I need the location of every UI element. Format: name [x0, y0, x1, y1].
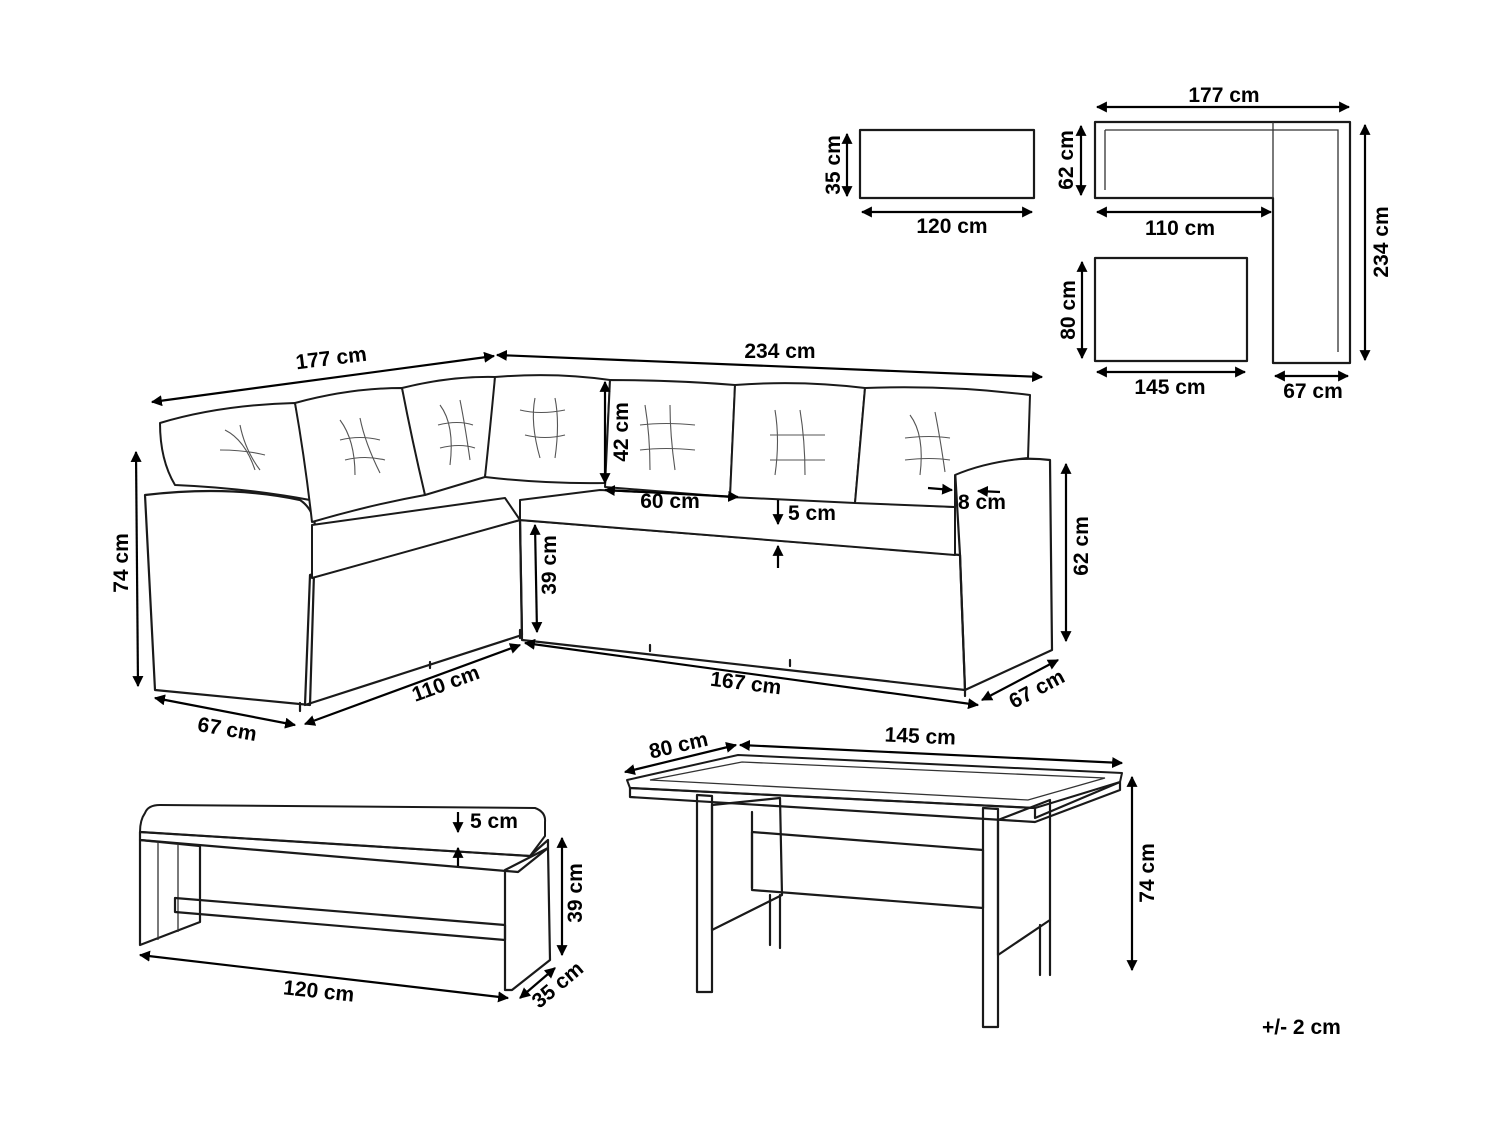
sofa-cushion-thickness-label: 5 cm — [788, 502, 836, 525]
table-height-label: 74 cm — [1136, 843, 1159, 903]
dining-table: 80 cm 145 cm 74 cm — [623, 723, 1159, 1029]
sofa-backrest-height-label: 42 cm — [610, 402, 633, 462]
table-right-leg — [981, 806, 1000, 1029]
sofa-back-left-label: 177 cm — [294, 343, 368, 375]
bench-left-leg — [138, 838, 202, 947]
plan-table-top — [1093, 256, 1249, 363]
sofa-back-cushion-6 — [729, 382, 866, 504]
tolerance-note: +/- 2 cm — [1262, 1016, 1341, 1039]
table-right-side-panel — [996, 798, 1052, 957]
sofa-tufting — [219, 397, 951, 476]
plan-bench-width-label: 120 cm — [916, 215, 987, 238]
sofa-seat-height-label: 39 cm — [538, 535, 561, 595]
table-left-side-panel — [710, 796, 784, 932]
sofa-front-length-label: 167 cm — [709, 668, 783, 700]
sofa-right-seat-cushion — [519, 489, 956, 556]
plan-table-width-label: 145 cm — [1134, 376, 1205, 399]
plan-bench-height-label: 35 cm — [822, 135, 845, 195]
sofa-left-depth-label: 67 cm — [196, 713, 259, 746]
sofa-armrest-width-label: 8 cm — [958, 491, 1006, 514]
bench-length-label: 120 cm — [282, 976, 355, 1006]
table-front-panel — [750, 830, 985, 910]
sofa-arm-height-label: 62 cm — [1070, 516, 1093, 576]
corner-sofa: 177 cm 234 cm 74 cm 42 cm 60 cm 5 cm 8 c… — [110, 340, 1093, 746]
sofa-feet — [298, 628, 967, 713]
sofa-seat-depth-label: 60 cm — [640, 490, 700, 513]
plan-sofa-right-length-label: 234 cm — [1370, 206, 1393, 277]
bench-cushion — [139, 804, 547, 857]
plan-sofa-top-width-label: 177 cm — [1188, 84, 1259, 107]
table-left-leg — [695, 793, 714, 994]
plan-sofa-depth-label: 62 cm — [1055, 130, 1078, 190]
bench-cushion-thickness-label: 5 cm — [470, 810, 518, 833]
sofa-back-cushion-4 — [484, 374, 611, 485]
sofa-back-cushion-1 — [159, 402, 311, 501]
plan-bench-cushion — [858, 128, 1036, 200]
plan-sofa-inner-width-label: 110 cm — [1145, 217, 1215, 240]
sofa-right-depth-label: 67 cm — [1005, 665, 1068, 713]
table-length-label: 145 cm — [884, 723, 956, 749]
sofa-back-right-label: 234 cm — [744, 340, 815, 363]
bench-right-leg — [503, 846, 552, 992]
sofa-left-armrest — [143, 489, 317, 707]
plan-table-depth-label: 80 cm — [1057, 280, 1080, 340]
sofa-back-cushion-7 — [854, 386, 1031, 508]
plan-sofa-bottom-depth-label: 67 cm — [1283, 380, 1343, 403]
plan-corner-sofa — [1093, 120, 1352, 365]
bench-stretcher — [173, 896, 507, 942]
plan-view: 35 cm 120 cm 177 cm 62 cm 110 cm 234 cm … — [822, 84, 1393, 403]
bench-height-label: 39 cm — [564, 863, 587, 923]
sofa-overall-height-label: 74 cm — [110, 533, 133, 593]
bench: 5 cm 39 cm 120 cm 35 cm — [138, 804, 588, 1013]
